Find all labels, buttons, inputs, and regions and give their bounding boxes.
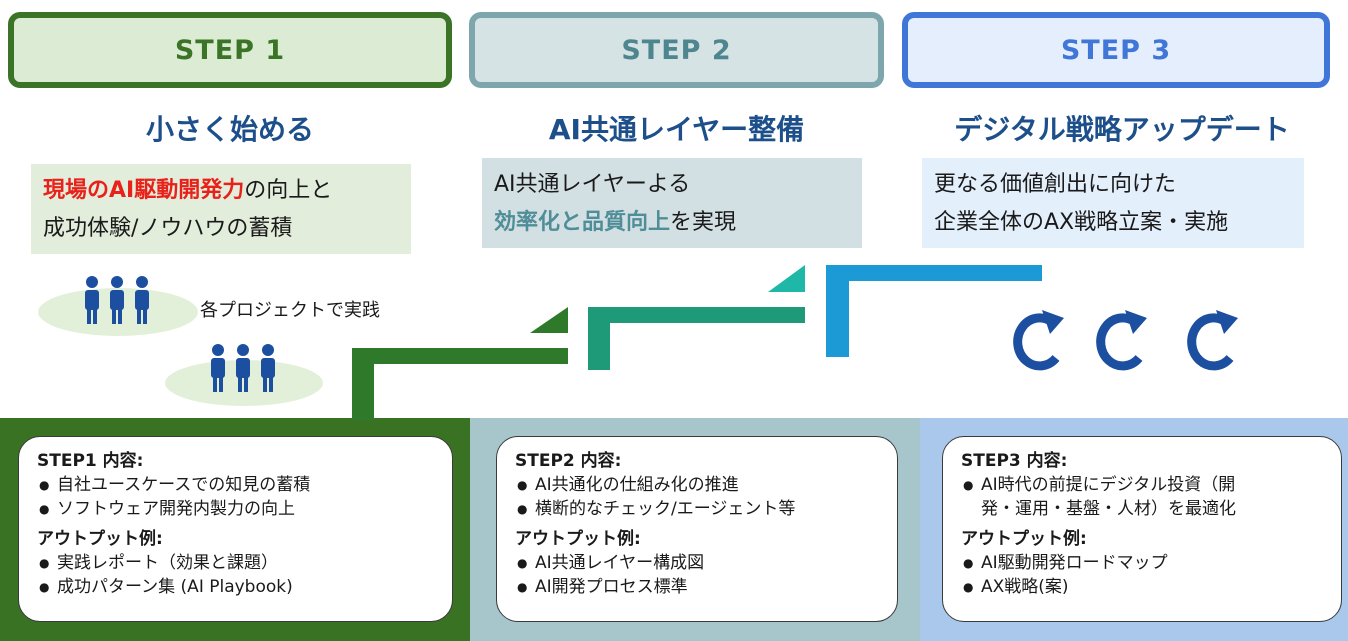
card-content-list: AI共通化の仕組み化の推進 横断的なチェック/エージェント等 [515, 473, 883, 521]
step1-card: STEP1 内容: 自社ユースケースでの知見の蓄積 ソフトウェア開発内製力の向上… [18, 436, 453, 622]
people-icon [85, 276, 149, 324]
stair-step1-tip [530, 307, 568, 333]
step3-header: STEP 3 [902, 12, 1330, 88]
card-content-heading: STEP2 内容: [515, 451, 622, 471]
list-item: ソフトウェア開発内製力の向上 [37, 497, 438, 521]
stair-step2-tip [768, 265, 805, 292]
step2-header: STEP 2 [469, 12, 884, 88]
card-content-heading: STEP1 内容: [37, 451, 144, 471]
step3-desc-line1: 更なる価値創出に向けた [934, 172, 1177, 197]
step2-desc-line1: AI共通レイヤーよる [494, 172, 691, 197]
step2-card: STEP2 内容: AI共通化の仕組み化の推進 横断的なチェック/エージェント等… [496, 436, 898, 622]
cycle-arrow-icon [1096, 310, 1147, 371]
card-output-heading: アウトプット例: [961, 529, 1087, 549]
step3-title: デジタル戦略アップデート [954, 113, 1290, 146]
list-item-line2: 発・運用・基盤・人材）を最適化 [981, 499, 1236, 519]
list-item: 成功パターン集 (AI Playbook) [37, 575, 438, 599]
cycle-arrow-icon [1187, 310, 1238, 371]
list-item: AI時代の前提にデジタル投資（開発・運用・基盤・人材）を最適化 [961, 473, 1327, 521]
step1-header: STEP 1 [8, 12, 452, 88]
step2-desc-highlight: 効率化と品質向上 [494, 210, 671, 235]
stair-step1 [352, 348, 568, 420]
card-output-heading: アウトプット例: [37, 529, 163, 549]
list-item: 横断的なチェック/エージェント等 [515, 497, 883, 521]
people-icon [211, 344, 275, 392]
step2-description: AI共通レイヤーよる 効率化と品質向上を実現 [482, 158, 862, 248]
card-output-heading: アウトプット例: [515, 529, 641, 549]
list-item: AI駆動開発ロードマップ [961, 551, 1327, 575]
step3-description: 更なる価値創出に向けた 企業全体のAX戦略立案・実施 [922, 158, 1304, 248]
card-output-list: 実践レポート（効果と課題） 成功パターン集 (AI Playbook) [37, 551, 438, 599]
step1-desc-line2: 成功体験/ノウハウの蓄積 [43, 216, 293, 241]
step1-desc-rest: の向上と [244, 178, 333, 203]
step2-title: AI共通レイヤー整備 [548, 113, 805, 146]
project-label: 各プロジェクトで実践 [200, 300, 380, 321]
card-content-heading: STEP3 内容: [961, 451, 1068, 471]
cycle-arrow-icon [1013, 310, 1064, 371]
list-item: AX戦略(案) [961, 575, 1327, 599]
step3-card: STEP3 内容: AI時代の前提にデジタル投資（開発・運用・基盤・人材）を最適… [942, 436, 1342, 622]
staircase-arrows [352, 265, 1042, 420]
step1-desc-highlight: 現場のAI駆動開発力 [43, 178, 245, 203]
list-item: AI共通化の仕組み化の推進 [515, 473, 883, 497]
card-content-list: 自社ユースケースでの知見の蓄積 ソフトウェア開発内製力の向上 [37, 473, 438, 521]
list-item-line1: AI時代の前提にデジタル投資（開 [981, 475, 1236, 495]
card-output-list: AI共通レイヤー構成図 AI開発プロセス標準 [515, 551, 883, 599]
step3-desc-line2: 企業全体のAX戦略立案・実施 [934, 210, 1229, 235]
list-item: AI共通レイヤー構成図 [515, 551, 883, 575]
step1-title: 小さく始める [145, 113, 314, 146]
list-item: 実践レポート（効果と課題） [37, 551, 438, 575]
list-item: 自社ユースケースでの知見の蓄積 [37, 473, 438, 497]
list-item: AI開発プロセス標準 [515, 575, 883, 599]
stair-step2 [588, 307, 805, 370]
step2-desc-rest: を実現 [670, 210, 737, 235]
card-output-list: AI駆動開発ロードマップ AX戦略(案) [961, 551, 1327, 599]
step1-description: 現場のAI駆動開発力の向上と 成功体験/ノウハウの蓄積 [31, 164, 411, 254]
stair-step3 [826, 265, 1042, 357]
card-content-list: AI時代の前提にデジタル投資（開発・運用・基盤・人材）を最適化 [961, 473, 1327, 521]
